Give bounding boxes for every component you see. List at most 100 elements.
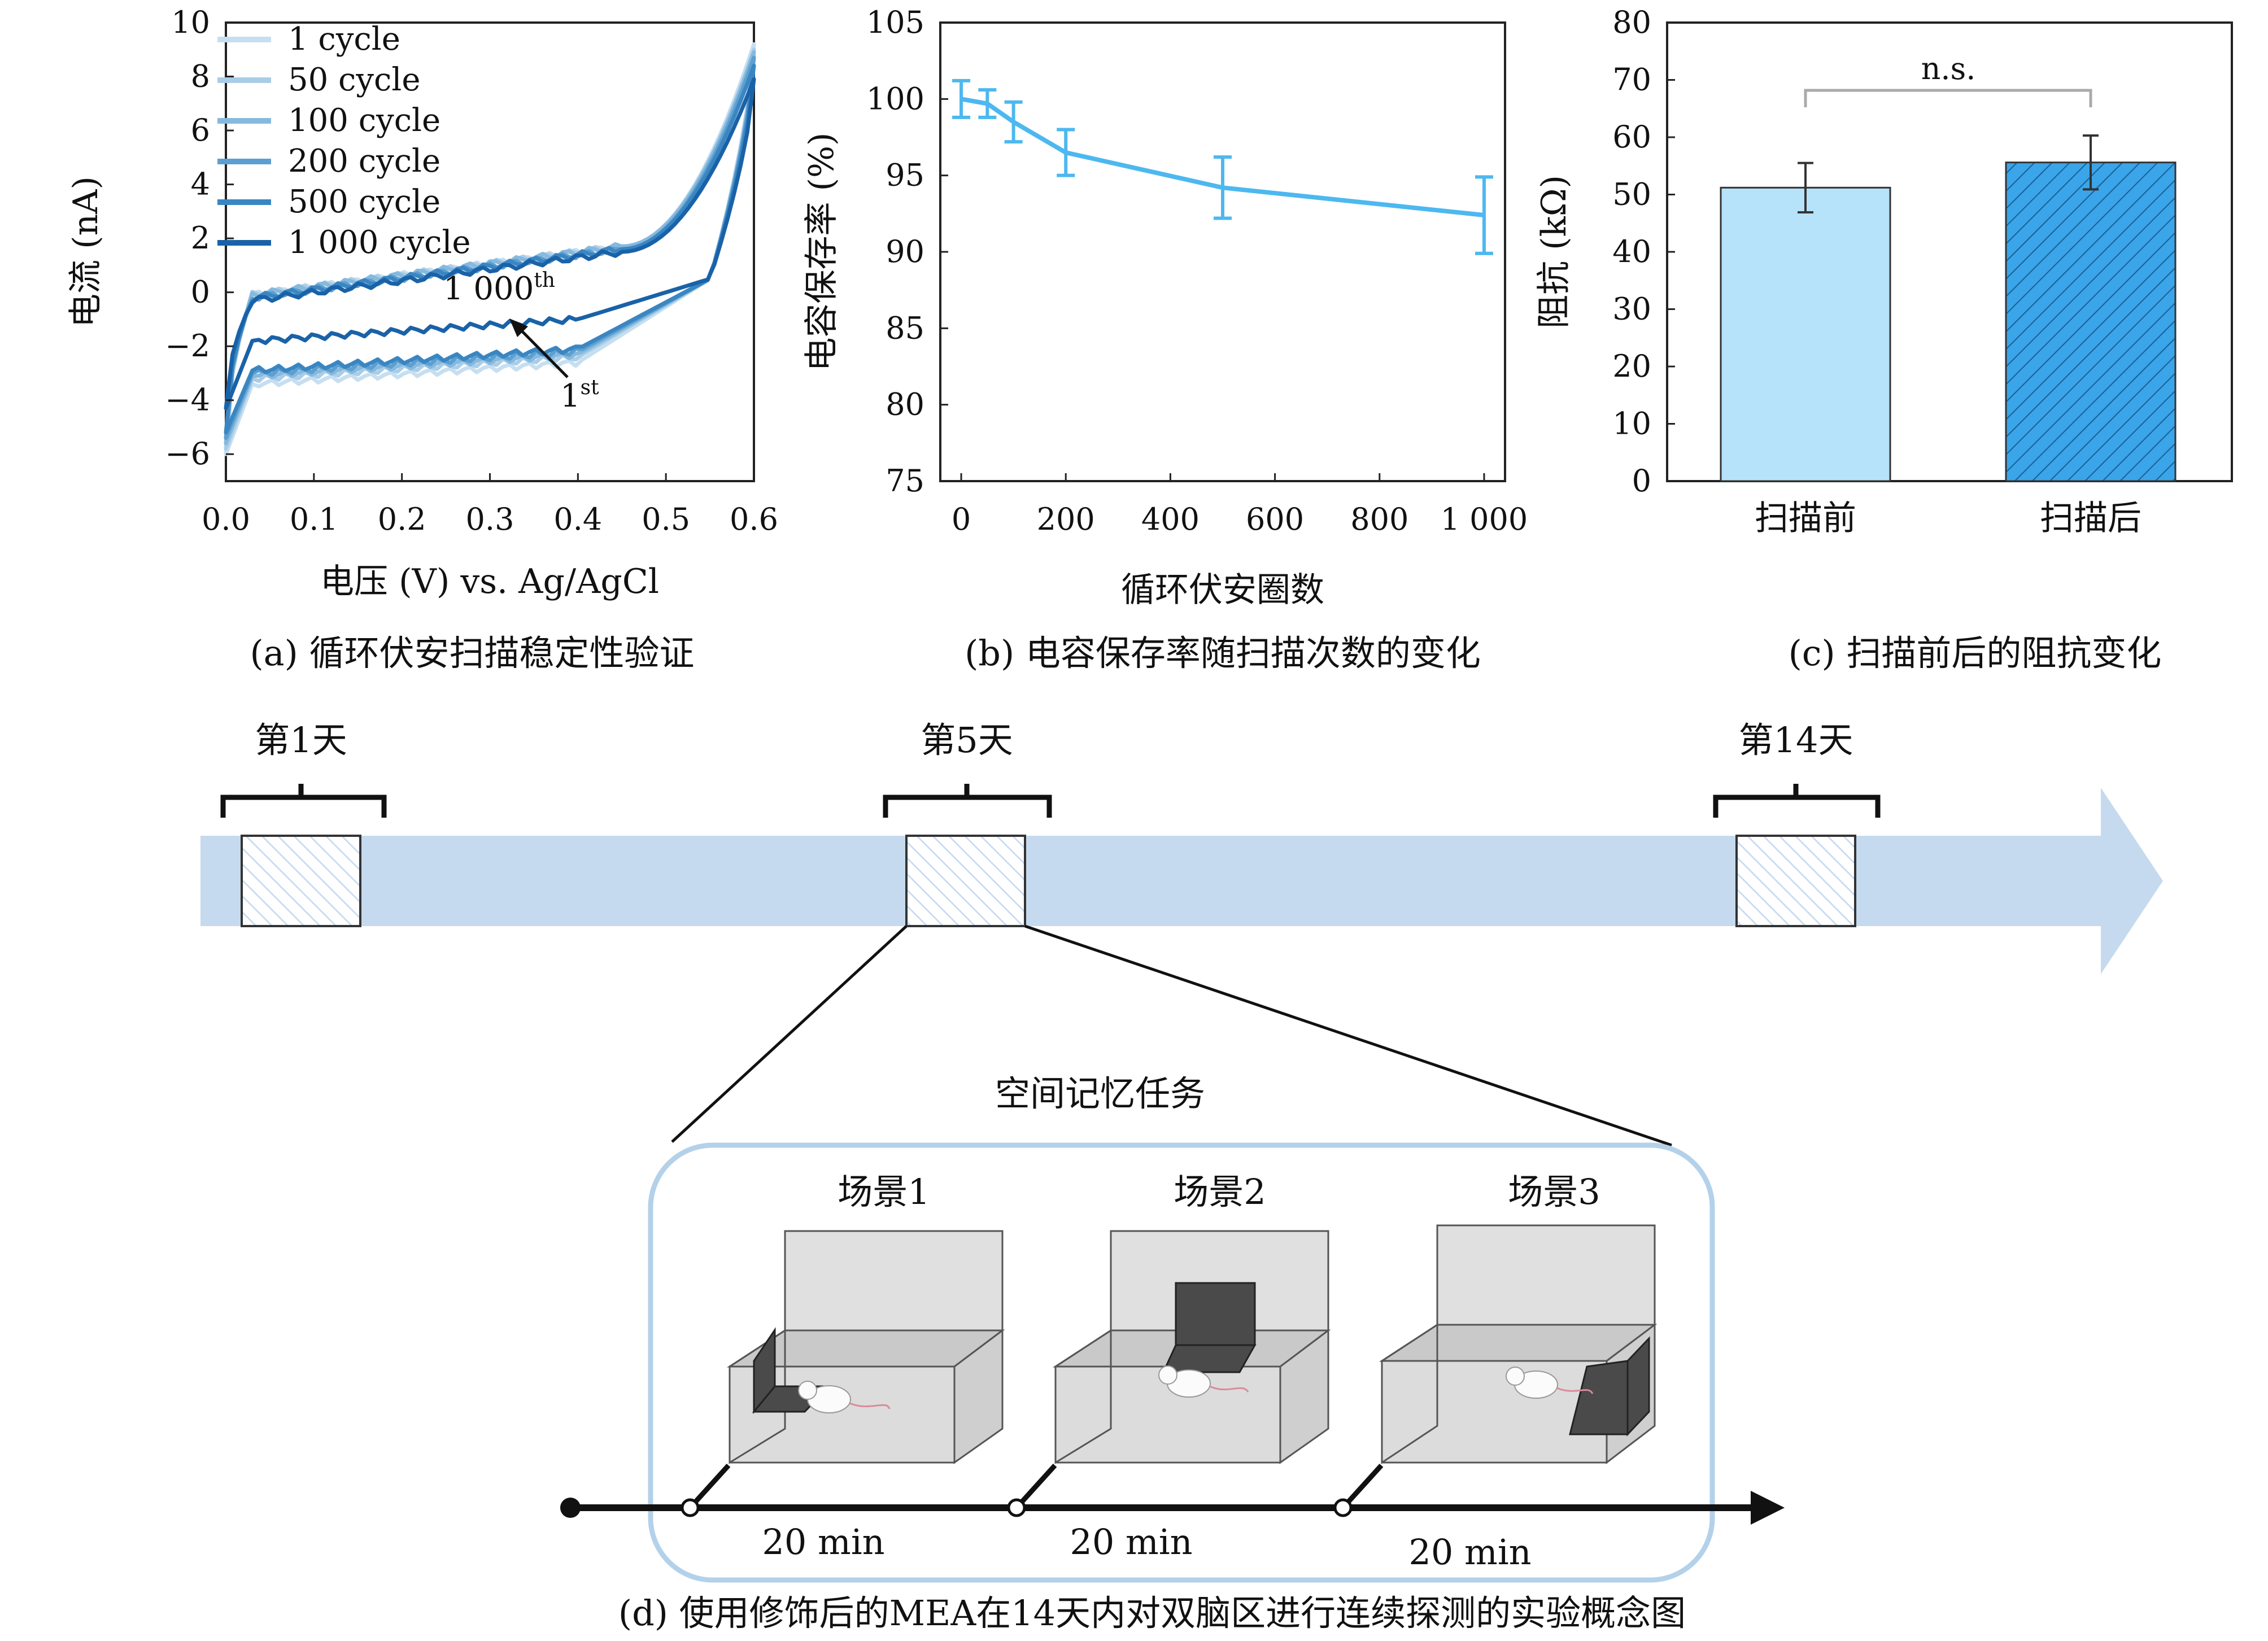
- panel-b-ytick-label: 100: [866, 81, 924, 116]
- panel-c-category-label: 扫描后: [2040, 499, 2141, 538]
- duration-3-label: 20 min: [1408, 1531, 1531, 1573]
- panel-b-xlabel: 循环伏安圈数: [1121, 570, 1324, 610]
- panel-b-ytick-label: 85: [886, 310, 924, 346]
- panel-a-ytick-label: 0: [191, 274, 210, 310]
- scene-2-label: 场景2: [1174, 1171, 1266, 1212]
- panel-b-xtick-label: 600: [1246, 501, 1304, 537]
- scene-2-mouse: [1158, 1365, 1249, 1398]
- panel-a-xtick-label: 0.1: [290, 501, 338, 537]
- panel-c-ytick-label: 10: [1612, 406, 1651, 442]
- timeline-arrow: [200, 788, 2163, 974]
- scene-1-marker: [681, 1498, 700, 1517]
- scene-1-connector: [688, 1463, 731, 1510]
- scene-1-arena: [726, 1230, 1005, 1464]
- panel-c-ytick-label: 70: [1612, 62, 1651, 98]
- panel-a-legend-label: 100 cycle: [288, 102, 440, 139]
- panel-a-ytick-label: 2: [191, 220, 210, 256]
- panel-a-xtick-label: 0.0: [202, 501, 250, 537]
- panel-a-ytick-label: −2: [165, 328, 210, 364]
- panel-a-legend-label: 1 000 cycle: [288, 224, 471, 261]
- panel-a-ylabel: 电流 (nA): [66, 176, 106, 328]
- scene-3-marker: [1333, 1498, 1353, 1517]
- day-14-brace: [1713, 784, 1881, 818]
- panel-c-ticks: 01020304050607080扫描前扫描后: [1612, 5, 2141, 538]
- scene-3-connector: [1341, 1463, 1384, 1510]
- panel-b-xtick-label: 800: [1350, 501, 1408, 537]
- panel-a-annotation-first: 1st: [560, 376, 599, 414]
- panel-a-ytick-label: 10: [171, 5, 210, 40]
- scene-2-arena: [1052, 1230, 1331, 1464]
- scene-1-label: 场景1: [838, 1171, 930, 1212]
- panel-a-annotation-arrow: [513, 322, 569, 378]
- zoom-line-left: [671, 925, 908, 1143]
- scene-2-wall-floor: [1162, 1344, 1257, 1373]
- panel-c-ylabel: 阻抗 (kΩ): [1534, 175, 1574, 329]
- day-1-block: [241, 835, 361, 927]
- panel-a-xtick-label: 0.5: [642, 501, 690, 537]
- panel-a-xtick-label: 0.4: [553, 501, 602, 537]
- panel-a-legend-label: 1 cycle: [288, 21, 400, 58]
- panel-c-significance-bracket: [1804, 89, 2092, 107]
- panel-b-marks: [952, 78, 1493, 255]
- duration-1-label: 20 min: [762, 1521, 884, 1563]
- panel-c-significance-label: n.s.: [1921, 51, 1976, 86]
- day-1-label: 第1天: [255, 719, 347, 761]
- task-timeline-arrowhead: [1751, 1491, 1785, 1525]
- panel-a-arrowhead: [509, 318, 528, 337]
- panel-c-ytick-label: 80: [1612, 5, 1651, 40]
- scene-2-marker: [1007, 1498, 1026, 1517]
- panel-b-plot-frame: [939, 21, 1506, 482]
- panel-c-ytick-label: 40: [1612, 234, 1651, 269]
- scene-3-wall-floor: [1569, 1360, 1629, 1435]
- panel-b-ytick-label: 80: [886, 387, 924, 422]
- panel-a-xtick-label: 0.6: [730, 501, 778, 537]
- panel-a-ytick-label: 4: [191, 167, 210, 202]
- day-14-label: 第14天: [1739, 719, 1853, 761]
- panel-a-xtick-label: 0.3: [466, 501, 514, 537]
- panel-a-annotation-last: 1 000th: [443, 269, 555, 307]
- scene-1-mouse: [798, 1381, 891, 1413]
- day-5-brace: [883, 784, 1052, 818]
- panel-b-xtick-label: 1 000: [1441, 501, 1528, 537]
- panel-b-xtick-label: 0: [952, 501, 971, 537]
- panel-a-cv-chart: 0.0 0.1 0.2 0.3 0.4 0.5 0.6 −6 −4 −2 0 2 4 6 8 10 1 cyc…: [66, 5, 778, 674]
- panel-a-ytick-label: −4: [165, 382, 210, 418]
- day-14-block: [1735, 835, 1856, 927]
- panel-b-caption: (b) 电容保存率随扫描次数的变化: [965, 632, 1481, 674]
- scene-3-arena: [1379, 1224, 1658, 1465]
- panel-c-ytick-label: 50: [1612, 177, 1651, 212]
- panel-c-bar: [2005, 162, 2177, 482]
- panel-a-legend-label: 500 cycle: [288, 184, 440, 220]
- panel-b-xtick-label: 200: [1037, 501, 1095, 537]
- panel-a-xlabel: 电压 (V) vs. Ag/AgCl: [320, 562, 659, 601]
- panel-d-caption: (d) 使用修饰后的MEA在14天内对双脑区进行连续探测的实验概念图: [618, 1592, 1686, 1634]
- panel-b-ytick-label: 95: [886, 158, 924, 193]
- panel-b-ytick-label: 75: [886, 463, 924, 499]
- scene-3-mouse: [1506, 1367, 1594, 1399]
- panel-a-curves: [224, 42, 756, 456]
- panel-a-legend: 1 cycle 50 cycle 100 cycle 200 cycle 500 cyc…: [217, 21, 471, 261]
- panel-c-marks: [1720, 134, 2177, 482]
- scene-3-label: 场景3: [1508, 1171, 1600, 1212]
- panel-a-ytick-label: −6: [165, 436, 210, 472]
- panel-a-legend-label: 50 cycle: [288, 62, 420, 98]
- panel-c-impedance-chart: 01020304050607080扫描前扫描后 n.s. 阻抗 (kΩ) (c)…: [1534, 5, 2233, 674]
- panel-a-caption: (a) 循环伏安扫描稳定性验证: [250, 632, 694, 674]
- panel-c-ytick-label: 20: [1612, 348, 1651, 384]
- day-1-brace: [220, 784, 387, 818]
- day-5-block: [905, 835, 1026, 927]
- panel-a-ytick-label: 8: [191, 59, 210, 94]
- scene-2-wall-back: [1175, 1282, 1256, 1346]
- task-title: 空间记忆任务: [995, 1073, 1205, 1114]
- panel-a-xtick-label: 0.2: [378, 501, 426, 537]
- duration-2-label: 20 min: [1070, 1521, 1192, 1563]
- panel-a-ytick-label: 6: [191, 112, 210, 148]
- panel-b-ytick-label: 90: [886, 234, 924, 269]
- panel-a-ticks: 0.0 0.1 0.2 0.3 0.4 0.5 0.6 −6 −4 −2 0 2 4 6 8 10: [165, 5, 778, 537]
- panel-d-diagram: 第1天 第5天 第14天 空间记忆任务 场景1 场景2 场景3: [200, 719, 2163, 1634]
- panel-a-legend-label: 200 cycle: [288, 143, 440, 180]
- day-5-label: 第5天: [921, 719, 1013, 761]
